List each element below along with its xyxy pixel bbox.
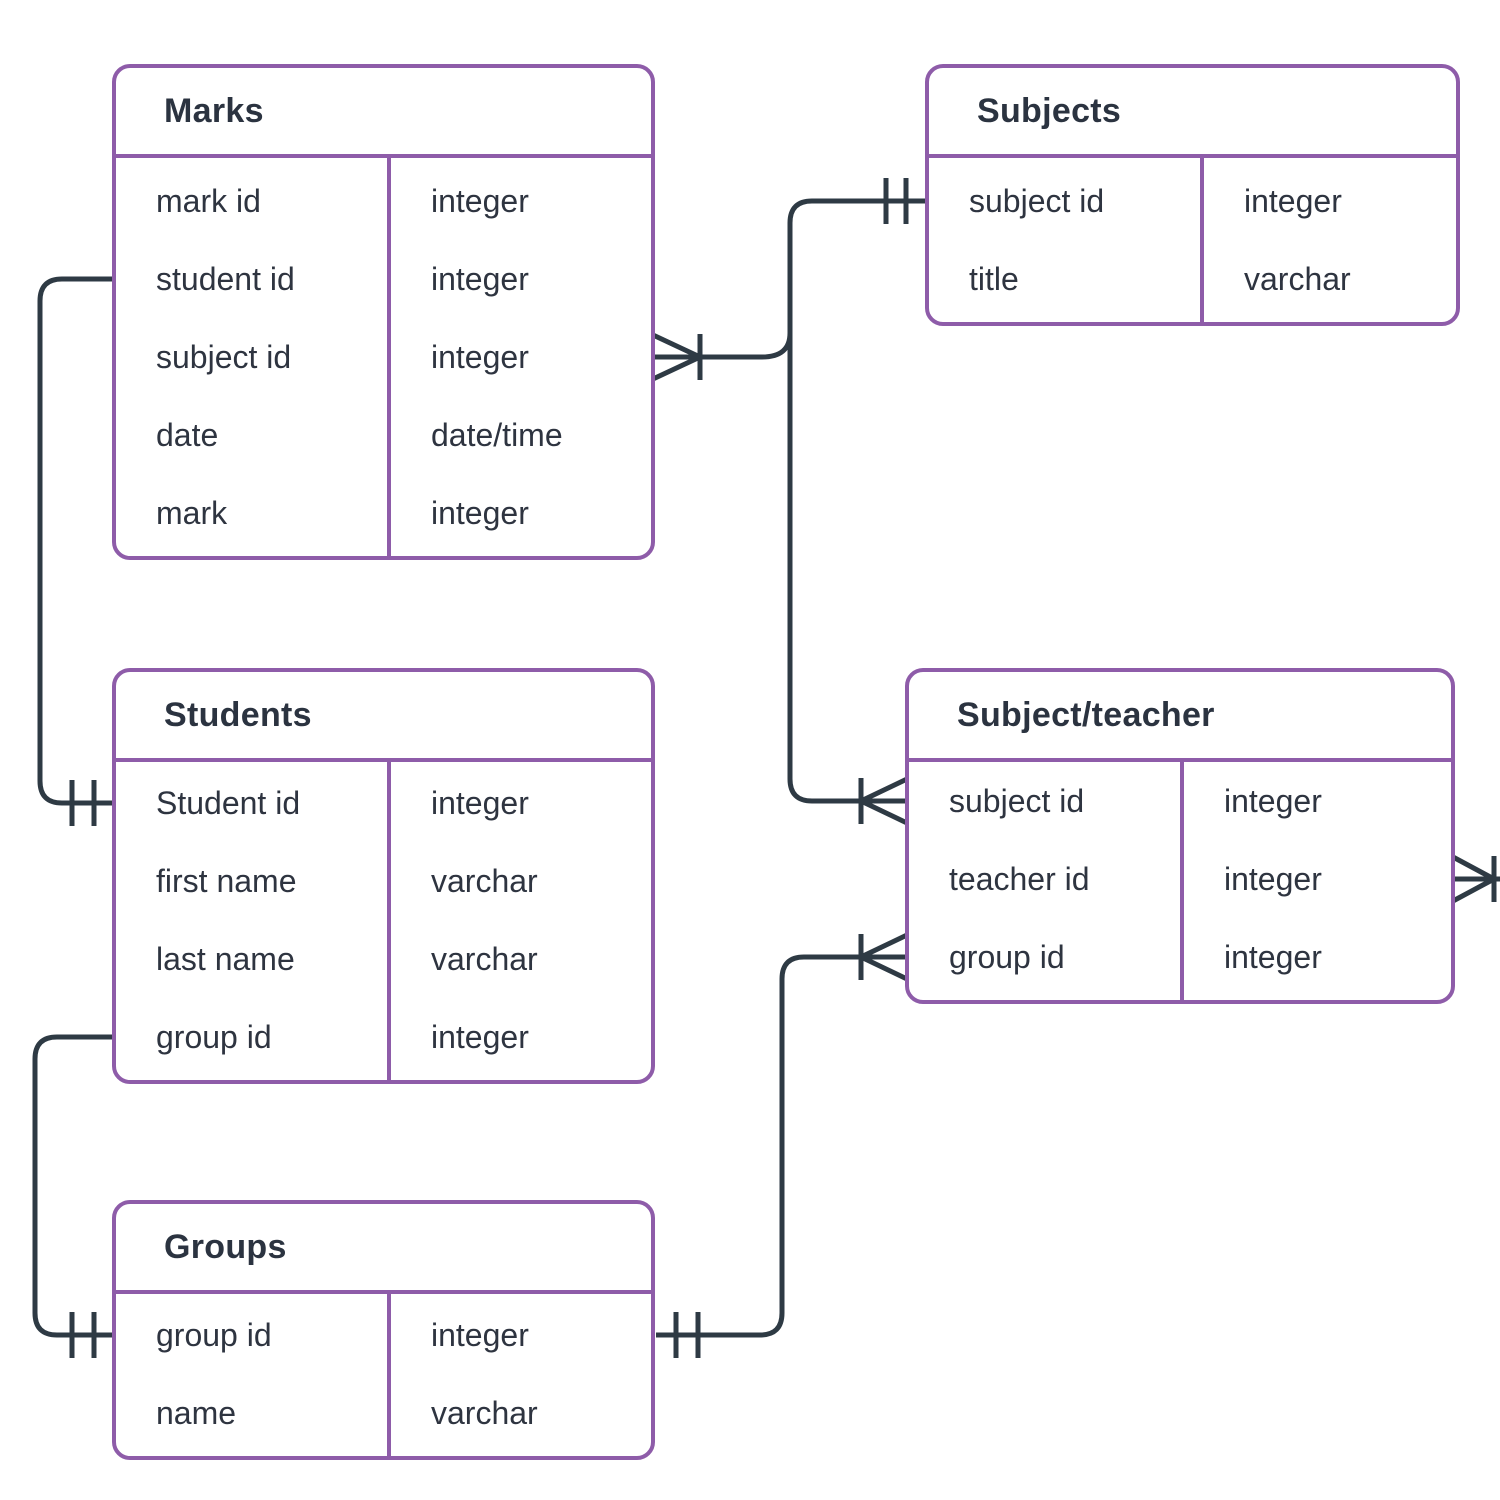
column-divider bbox=[387, 1294, 391, 1456]
field-row: name varchar bbox=[116, 1374, 651, 1452]
field-row: subject id integer bbox=[116, 318, 651, 396]
field-type: integer bbox=[1224, 938, 1322, 975]
field-row: first name varchar bbox=[116, 842, 651, 920]
field-type: date/time bbox=[431, 416, 563, 453]
exactly-one-double-tick-icon bbox=[673, 1312, 701, 1358]
exactly-one-double-tick-icon bbox=[69, 780, 97, 826]
entity-marks[interactable]: Marks mark id integer student id integer… bbox=[112, 64, 655, 560]
entity-title: Students bbox=[164, 695, 312, 734]
field-name: name bbox=[156, 1394, 237, 1431]
relationship-line bbox=[700, 332, 793, 360]
field-type: varchar bbox=[431, 1394, 538, 1431]
field-type: integer bbox=[1244, 182, 1342, 219]
crows-foot-many-icon bbox=[858, 932, 909, 982]
field-name: group id bbox=[949, 938, 1065, 975]
field-row: group id integer bbox=[116, 1296, 651, 1374]
relationship-line bbox=[787, 198, 925, 804]
field-name: date bbox=[156, 416, 219, 453]
entity-subjects[interactable]: Subjects subject id integer title varcha… bbox=[925, 64, 1460, 326]
rel-groups-subject-teacher bbox=[656, 932, 909, 1358]
exactly-one-double-tick-icon bbox=[69, 1312, 97, 1358]
entity-body: subject id integer title varchar bbox=[929, 158, 1456, 322]
rel-subject-teacher-external bbox=[1451, 854, 1500, 904]
field-name: last name bbox=[156, 940, 295, 977]
field-type: integer bbox=[431, 182, 529, 219]
exactly-one-double-tick-icon bbox=[883, 178, 909, 224]
field-row: subject id integer bbox=[909, 762, 1451, 840]
field-row: mark integer bbox=[116, 474, 651, 552]
field-row: group id integer bbox=[909, 918, 1451, 996]
crows-foot-many-icon bbox=[651, 332, 703, 382]
column-divider bbox=[387, 762, 391, 1080]
field-row: last name varchar bbox=[116, 920, 651, 998]
field-type: varchar bbox=[1244, 260, 1351, 297]
field-name: first name bbox=[156, 862, 297, 899]
entity-groups[interactable]: Groups group id integer name varchar bbox=[112, 1200, 655, 1460]
field-name: teacher id bbox=[949, 860, 1090, 897]
field-row: mark id integer bbox=[116, 162, 651, 240]
entity-header: Subjects bbox=[929, 68, 1456, 158]
entity-body: subject id integer teacher id integer gr… bbox=[909, 762, 1451, 1000]
entity-title: Subjects bbox=[977, 91, 1122, 130]
entity-header: Subject/teacher bbox=[909, 672, 1451, 762]
rel-subjects-subject-teacher bbox=[787, 178, 925, 826]
field-type: integer bbox=[1224, 782, 1322, 819]
field-row: group id integer bbox=[116, 998, 651, 1076]
field-name: mark id bbox=[156, 182, 261, 219]
field-row: date date/time bbox=[116, 396, 651, 474]
field-name: subject id bbox=[949, 782, 1085, 819]
field-type: integer bbox=[431, 260, 529, 297]
field-type: integer bbox=[431, 1018, 529, 1055]
relationship-line bbox=[656, 954, 861, 1338]
relationship-line bbox=[37, 276, 158, 806]
column-divider bbox=[1180, 762, 1184, 1000]
field-type: integer bbox=[431, 1316, 529, 1353]
field-type: integer bbox=[431, 494, 529, 531]
entity-subject-teacher[interactable]: Subject/teacher subject id integer teach… bbox=[905, 668, 1455, 1004]
field-type: integer bbox=[431, 784, 529, 821]
entity-students[interactable]: Students Student id integer first name v… bbox=[112, 668, 655, 1084]
field-type: varchar bbox=[431, 940, 538, 977]
relationship-line bbox=[32, 1034, 158, 1338]
entity-header: Groups bbox=[116, 1204, 651, 1294]
column-divider bbox=[387, 158, 391, 556]
entity-body: group id integer name varchar bbox=[116, 1294, 651, 1456]
entity-body: mark id integer student id integer subje… bbox=[116, 158, 651, 556]
entity-title: Groups bbox=[164, 1227, 287, 1266]
crows-foot-many-icon bbox=[858, 776, 909, 826]
rel-subjects-marks bbox=[651, 332, 793, 382]
field-type: varchar bbox=[431, 862, 538, 899]
crows-foot-many-icon bbox=[1451, 854, 1497, 904]
field-name: Student id bbox=[156, 784, 301, 821]
field-name: title bbox=[969, 260, 1019, 297]
field-name: subject id bbox=[969, 182, 1105, 219]
entity-header: Marks bbox=[116, 68, 651, 158]
field-row: teacher id integer bbox=[909, 840, 1451, 918]
entity-body: Student id integer first name varchar la… bbox=[116, 762, 651, 1080]
field-type: integer bbox=[1224, 860, 1322, 897]
field-row: Student id integer bbox=[116, 764, 651, 842]
field-name: student id bbox=[156, 260, 295, 297]
entity-title: Subject/teacher bbox=[957, 695, 1215, 734]
field-name: group id bbox=[156, 1316, 272, 1353]
entity-title: Marks bbox=[164, 91, 264, 130]
field-name: group id bbox=[156, 1018, 272, 1055]
field-row: student id integer bbox=[116, 240, 651, 318]
field-row: subject id integer bbox=[929, 162, 1456, 240]
column-divider bbox=[1200, 158, 1204, 322]
field-row: title varchar bbox=[929, 240, 1456, 318]
field-name: subject id bbox=[156, 338, 292, 375]
field-type: integer bbox=[431, 338, 529, 375]
field-name: mark bbox=[156, 494, 228, 531]
entity-header: Students bbox=[116, 672, 651, 762]
